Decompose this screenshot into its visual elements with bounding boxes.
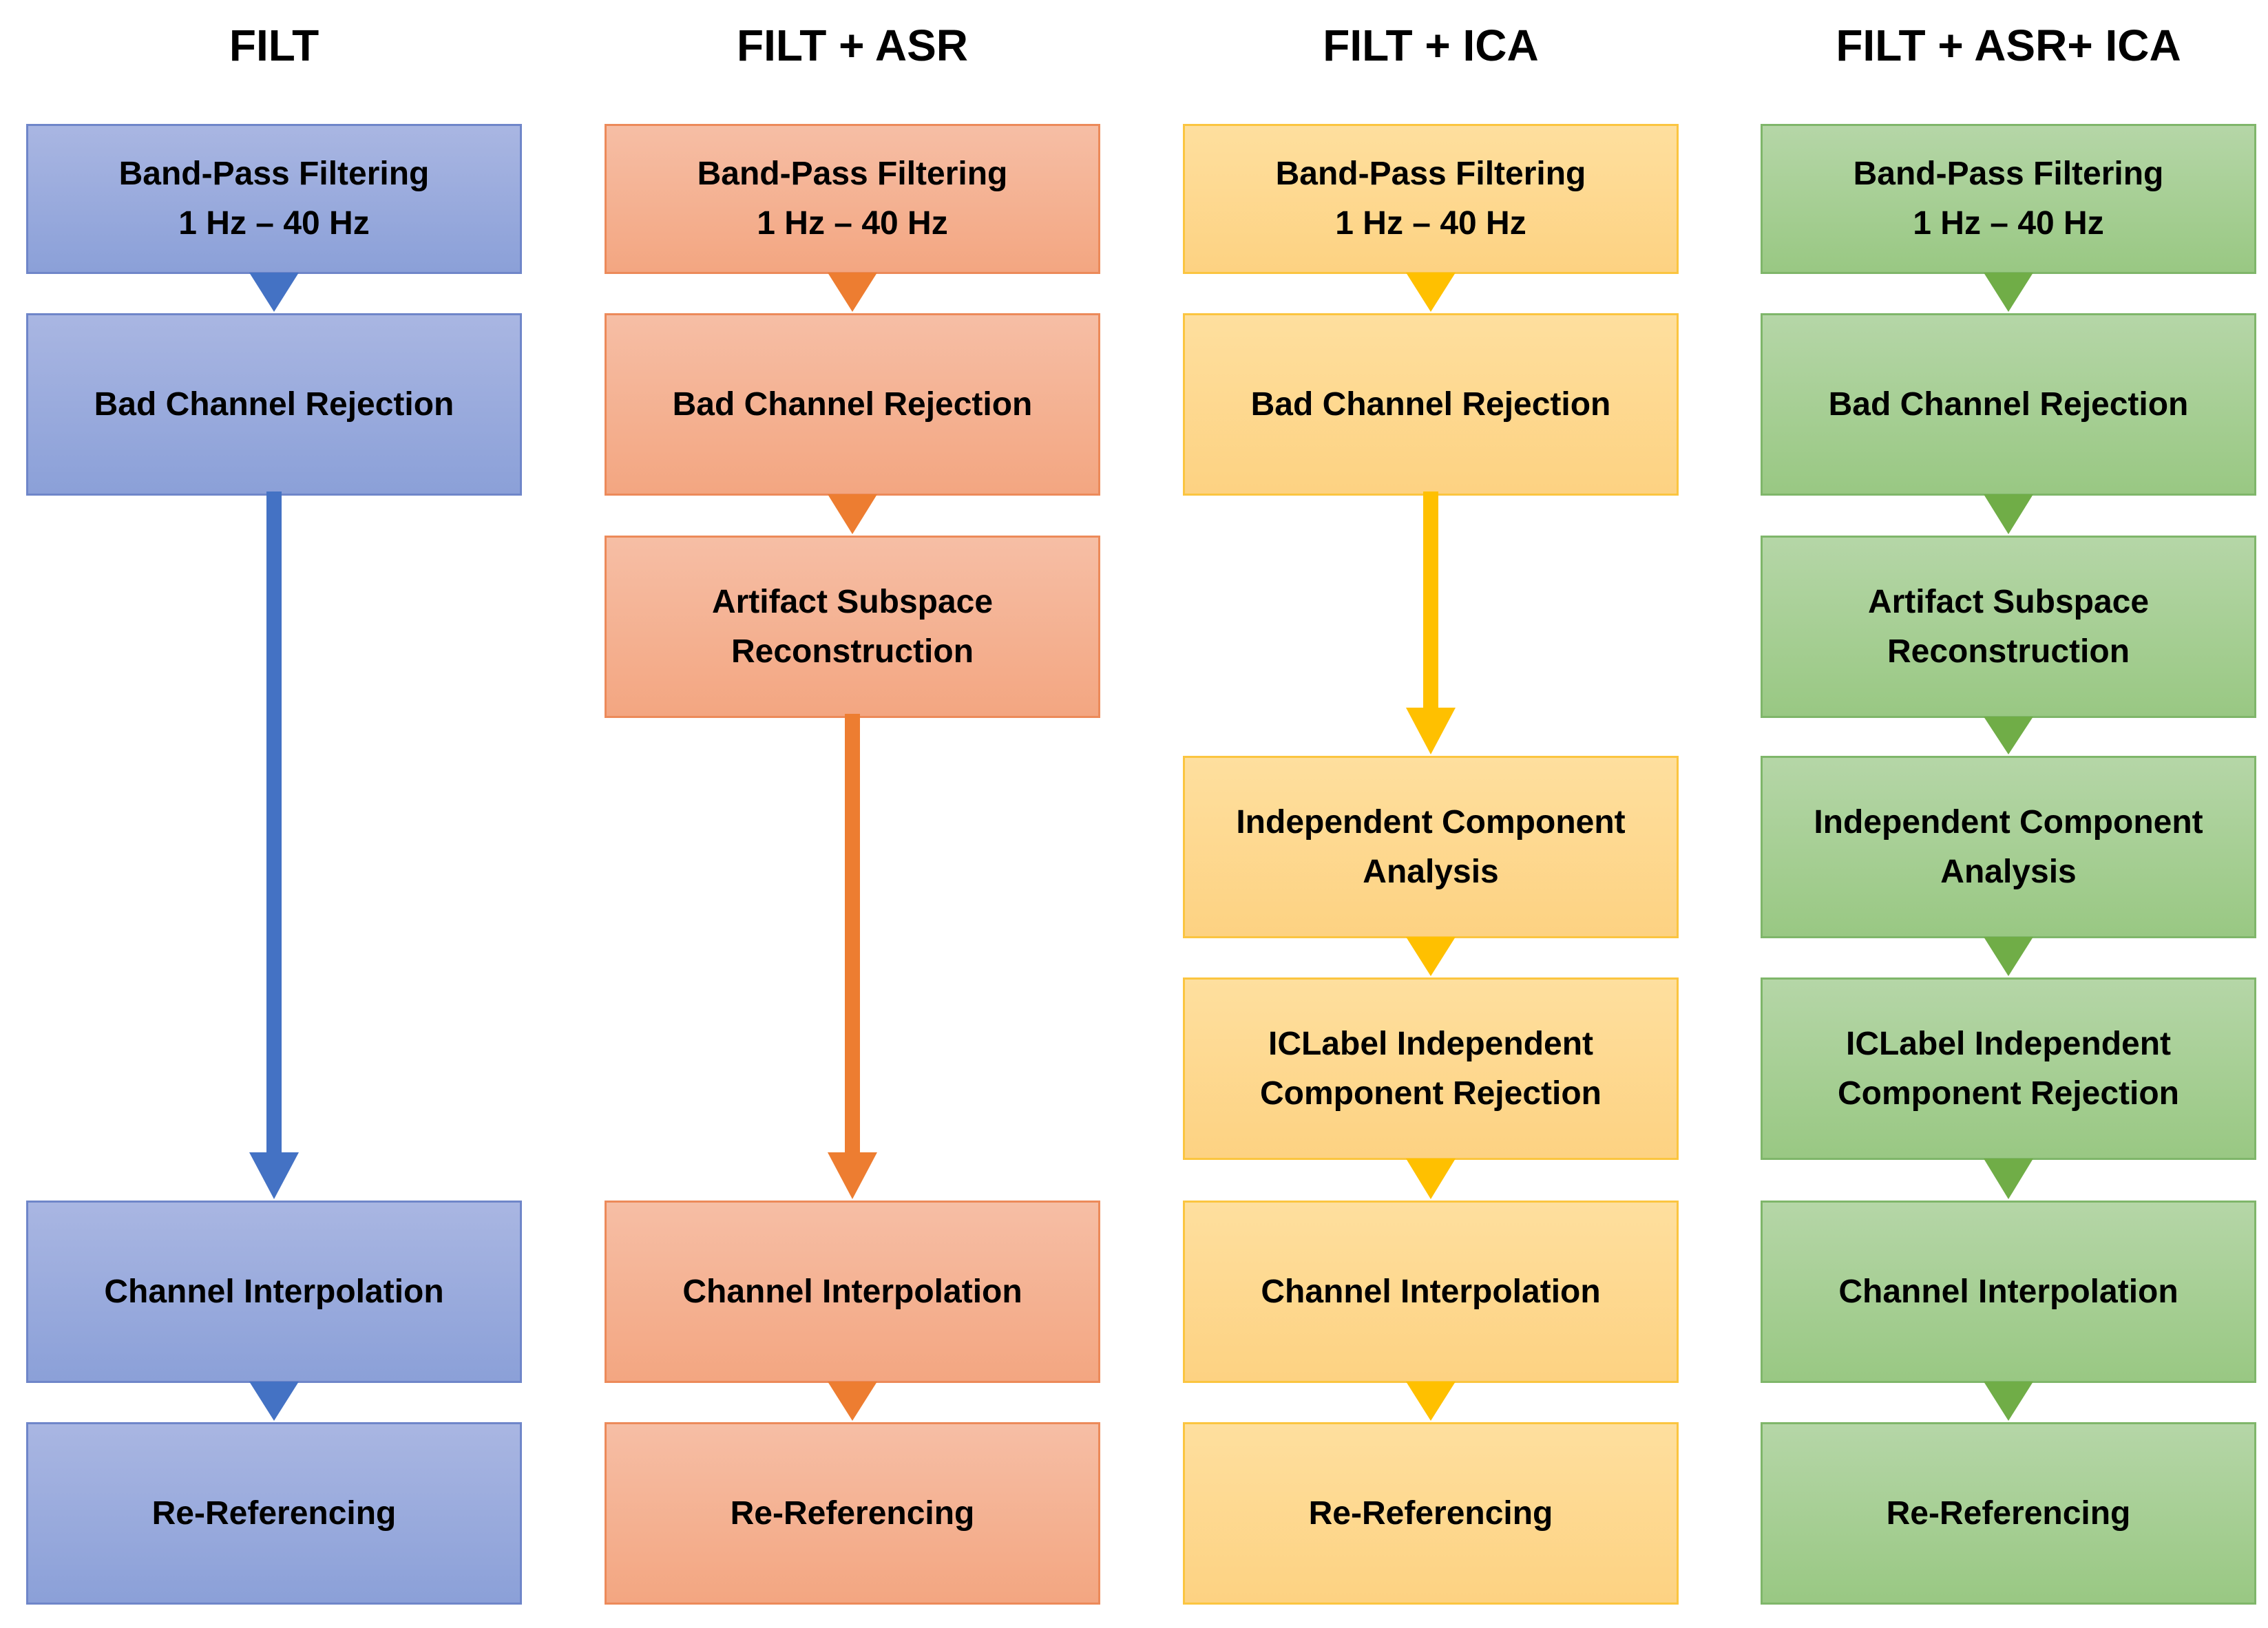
step-label-line: Artifact Subspace — [1867, 583, 2150, 620]
step-label-line: Channel Interpolation — [1261, 1273, 1601, 1310]
step-label-line: Component Rejection — [1837, 1075, 2179, 1112]
long-flow-arrow-icon — [1406, 491, 1456, 754]
pipeline-step-box: Bad Channel Rejection — [26, 313, 522, 496]
step-label-line: 1 Hz – 40 Hz — [757, 205, 948, 242]
flow-arrow-icon — [1406, 1159, 1456, 1199]
step-label-line: Channel Interpolation — [104, 1273, 444, 1310]
step-label-line: Re-Referencing — [151, 1494, 397, 1532]
flow-arrow-icon — [828, 1382, 877, 1421]
step-label-line: Channel Interpolation — [1838, 1273, 2178, 1310]
step-label-line: 1 Hz – 40 Hz — [1335, 205, 1526, 242]
step-label-line: Band-Pass Filtering — [697, 156, 1008, 192]
flow-arrow-icon — [1406, 273, 1456, 312]
pipeline-step-box: Channel Interpolation — [605, 1201, 1100, 1383]
pipeline-step-box: Bad Channel Rejection — [1183, 313, 1679, 496]
flow-arrow-icon — [828, 273, 877, 312]
pipeline-step-box: Band-Pass Filtering 1 Hz – 40 Hz — [26, 124, 522, 274]
pipeline-step-box: Re-Referencing — [1183, 1422, 1679, 1605]
step-label-line: Band-Pass Filtering — [1853, 156, 2164, 192]
step-label-line: Analysis — [1363, 853, 1499, 890]
pipeline-step-box: Re-Referencing — [605, 1422, 1100, 1605]
flow-arrow-icon — [1984, 273, 2033, 312]
step-label-line: Reconstruction — [1887, 633, 2130, 670]
flow-arrow-icon — [1406, 1382, 1456, 1421]
step-label-line: Bad Channel Rejection — [672, 385, 1033, 423]
flow-arrow-icon — [1984, 494, 2033, 534]
long-flow-arrow-icon — [828, 714, 877, 1199]
step-label-line: Channel Interpolation — [682, 1273, 1022, 1310]
step-label-line: ICLabel Independent — [1268, 1025, 1594, 1062]
pipeline-step-box: Bad Channel Rejection — [1761, 313, 2256, 496]
column-title: FILT + ICA — [1323, 21, 1539, 70]
pipeline-step-box: Re-Referencing — [26, 1422, 522, 1605]
step-label-line: Independent Component — [1236, 803, 1626, 841]
column-title: FILT + ASR — [737, 21, 968, 70]
step-label-line: Bad Channel Rejection — [94, 385, 454, 423]
step-label-line: Bad Channel Rejection — [1828, 385, 2189, 423]
step-label-line: Reconstruction — [731, 633, 974, 670]
step-label-line: Independent Component — [1814, 803, 2203, 841]
flow-arrow-icon — [1984, 1159, 2033, 1199]
flow-arrow-icon — [249, 273, 299, 312]
flow-arrow-icon — [828, 494, 877, 534]
step-label-line: Re-Referencing — [1308, 1494, 1553, 1532]
step-label-line: ICLabel Independent — [1845, 1025, 2172, 1062]
step-label-line: Bad Channel Rejection — [1250, 385, 1611, 423]
step-label-line: Analysis — [1940, 853, 2077, 890]
pipeline-step-box: Bad Channel Rejection — [605, 313, 1100, 496]
pipeline-step-box: Re-Referencing — [1761, 1422, 2256, 1605]
flow-arrow-icon — [1984, 1382, 2033, 1421]
pipeline-step-box: Channel Interpolation — [1761, 1201, 2256, 1383]
flow-arrow-icon — [1406, 937, 1456, 976]
step-label-line: Band-Pass Filtering — [1275, 156, 1586, 192]
step-label-line: Component Rejection — [1259, 1075, 1602, 1112]
pipeline-step-box: Band-Pass Filtering 1 Hz – 40 Hz — [605, 124, 1100, 274]
step-label-line: Re-Referencing — [1886, 1494, 2131, 1532]
long-flow-arrow-icon — [249, 491, 299, 1199]
step-label-line: Band-Pass Filtering — [118, 156, 430, 192]
column-title: FILT + ASR+ ICA — [1836, 21, 2181, 70]
step-label-line: 1 Hz – 40 Hz — [178, 205, 370, 242]
step-label-line: Re-Referencing — [730, 1494, 975, 1532]
pipeline-step-box: Channel Interpolation — [1183, 1201, 1679, 1383]
pipeline-step-box: Band-Pass Filtering 1 Hz – 40 Hz — [1183, 124, 1679, 274]
pipeline-step-box: Band-Pass Filtering 1 Hz – 40 Hz — [1761, 124, 2256, 274]
pipeline-step-box: Channel Interpolation — [26, 1201, 522, 1383]
step-label-line: 1 Hz – 40 Hz — [1913, 205, 2104, 242]
flow-arrow-icon — [1984, 717, 2033, 754]
column-title: FILT — [229, 21, 319, 70]
step-label-line: Artifact Subspace — [711, 583, 994, 620]
flow-arrow-icon — [1984, 937, 2033, 976]
flow-arrow-icon — [249, 1382, 299, 1421]
